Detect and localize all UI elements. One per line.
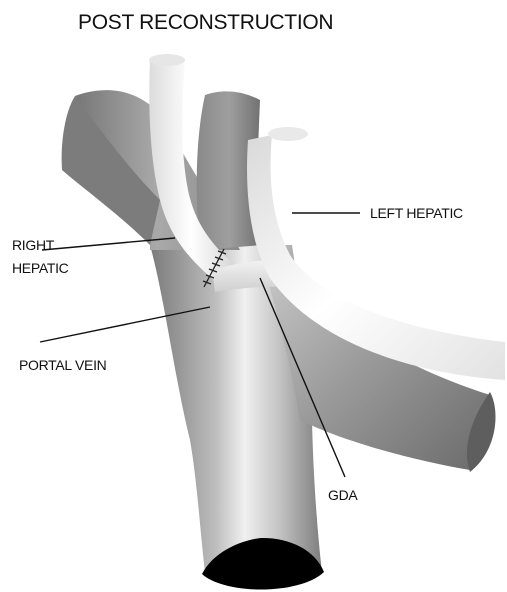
label-left-hepatic: LEFT HEPATIC — [370, 205, 463, 221]
left-hepatic-artery-end — [268, 127, 308, 141]
label-portal-vein: PORTAL VEIN — [19, 357, 106, 373]
label-right-hepatic-line1: RIGHT — [12, 237, 55, 253]
label-gda: GDA — [328, 487, 358, 503]
label-right-hepatic-line2: HEPATIC — [12, 260, 69, 276]
diagram-title: POST RECONSTRUCTION — [78, 11, 333, 34]
right-hepatic-artery-end — [149, 54, 185, 66]
